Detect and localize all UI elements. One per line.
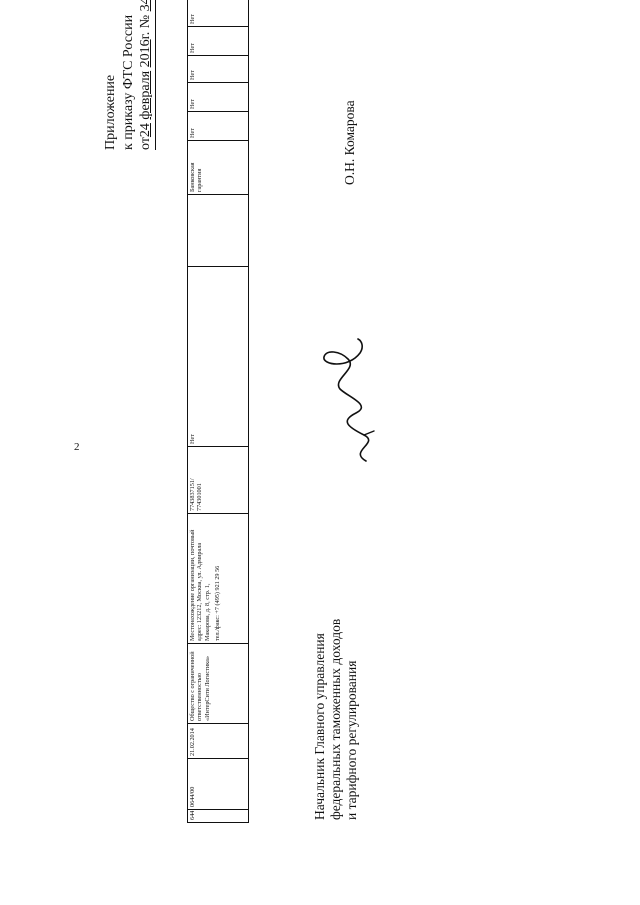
handwritten-signature xyxy=(323,338,375,462)
signatory-line-3: и тарифного регулирования xyxy=(344,660,359,820)
registry-table: 644 0644/00 21.02.2014 Общество с ограни… xyxy=(187,0,249,823)
phone-text: тел./факс: +7 (495) 921 29 56 xyxy=(214,565,222,641)
signatory-title: Начальник Главного управления федеральны… xyxy=(312,619,360,820)
cell-col8: Нет xyxy=(187,111,249,141)
address-text: Местонахождение организации, почтовый ад… xyxy=(189,529,211,642)
cell-col5: Нет xyxy=(187,266,249,447)
cell-guarantee: Банковская гарантия xyxy=(187,140,249,195)
cell-index: 644 xyxy=(187,809,249,823)
table-row: 644 0644/00 21.02.2014 Общество с ограни… xyxy=(187,0,249,823)
cell-col9: Нет xyxy=(187,82,249,112)
cell-col12: Нет xyxy=(187,0,249,27)
appendix-title: Приложение xyxy=(103,74,118,150)
appendix-order-ref: к приказу ФТС России xyxy=(120,14,136,150)
page-number: 2 xyxy=(74,441,80,453)
signer-name: О.Н. Комарова xyxy=(342,100,357,185)
cell-col11: Нет xyxy=(187,26,249,56)
cell-organization: Общество с ограниченной ответственностью… xyxy=(187,643,249,724)
appendix-header: Приложение к приказу ФТС России от24 фев… xyxy=(102,0,156,150)
cell-inn-kpp: 7743837151/ 774301001 xyxy=(187,446,249,514)
appendix-order-date: от24 февраля 2016г. № 344 xyxy=(137,0,156,150)
cell-address: Местонахождение организации, почтовый ад… xyxy=(187,513,249,644)
cell-col6 xyxy=(187,194,249,267)
cell-reg-number: 0644/00 xyxy=(187,758,249,810)
signatory-line-2: федеральных таможенных доходов xyxy=(328,618,343,820)
cell-col10: Нет xyxy=(187,55,249,83)
signatory-line-1: Начальник Главного управления xyxy=(312,633,327,820)
cell-date: 21.02.2014 xyxy=(187,723,249,759)
